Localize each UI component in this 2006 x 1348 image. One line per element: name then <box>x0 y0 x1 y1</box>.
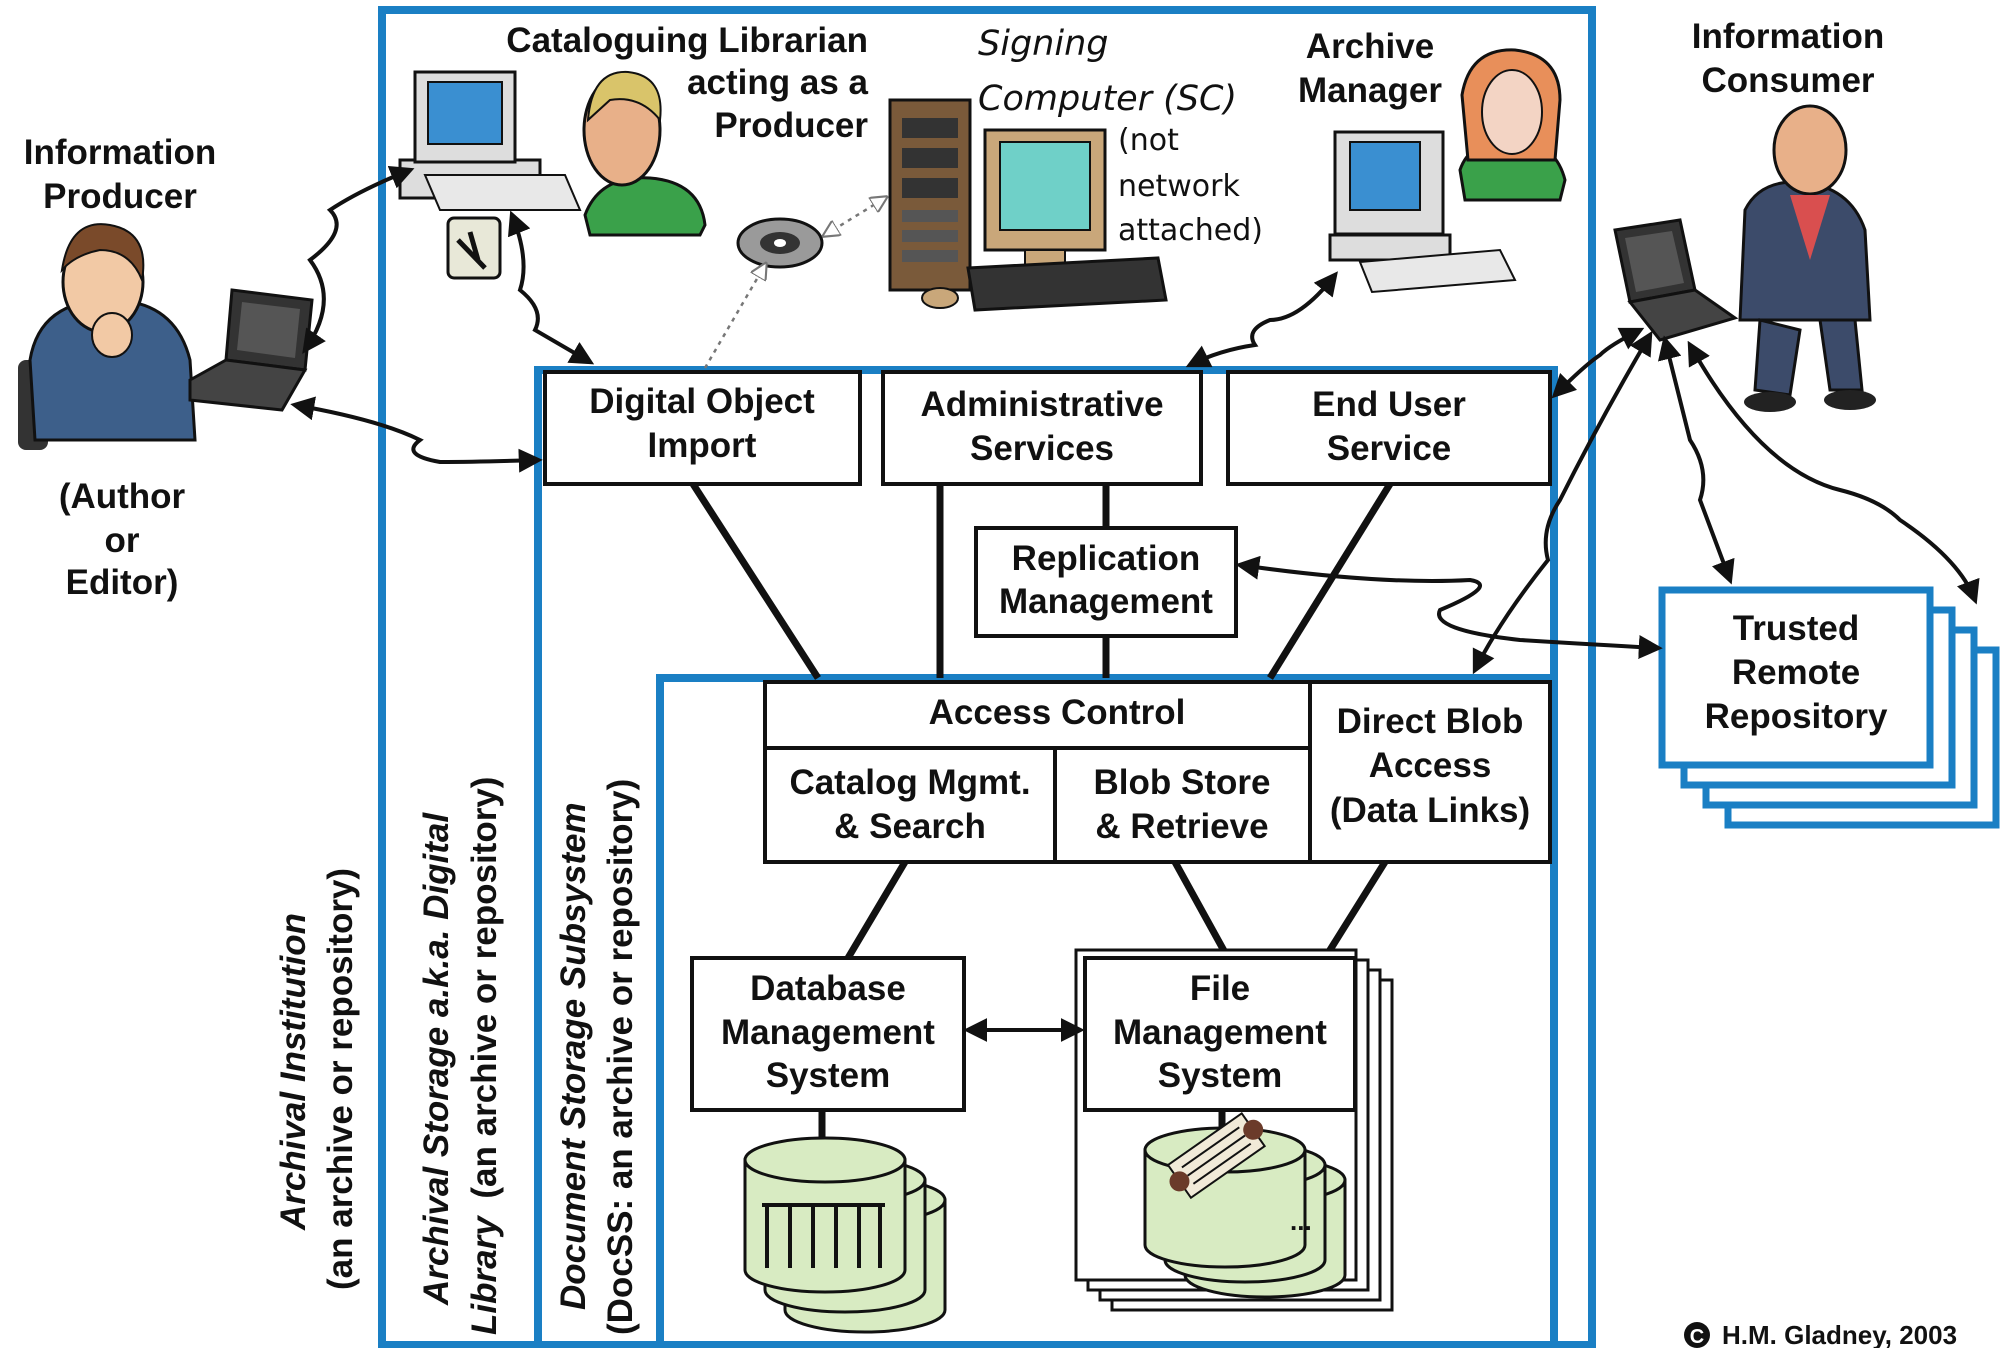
svg-text:Management: Management <box>721 1013 935 1052</box>
svg-text:& Search: & Search <box>834 807 986 846</box>
digital-object-import-box: Digital Object Import <box>543 370 862 486</box>
svg-text:Import: Import <box>648 426 757 465</box>
svg-text:Information: Information <box>1692 17 1884 56</box>
svg-text:or: or <box>105 521 140 560</box>
librarian-desktop-computer-icon <box>398 70 582 280</box>
svg-text:System: System <box>1158 1056 1283 1095</box>
cd-disk-icon <box>736 217 824 269</box>
svg-text:Management: Management <box>1113 1013 1327 1052</box>
svg-text:Management: Management <box>999 582 1213 621</box>
svg-text:H.M. Gladney, 2003: H.M. Gladney, 2003 <box>1722 1320 1957 1348</box>
svg-text:Computer (SC): Computer (SC) <box>978 79 1237 119</box>
catalog-mgmt-box: Catalog Mgmt. & Search <box>763 746 1057 864</box>
producer-librarian-arrow <box>302 165 415 354</box>
link-import-access <box>690 482 821 680</box>
archive-manager-label: Archive Manager <box>1298 27 1442 110</box>
svg-text:Editor): Editor) <box>66 563 179 602</box>
link-blobstore-fms <box>1171 860 1232 960</box>
database-disk-icon <box>743 1136 947 1334</box>
cd-signing-dotted-arrow <box>825 198 885 235</box>
administrative-services-box: Administrative Services <box>881 370 1203 486</box>
consumer-laptop-icon <box>1613 218 1739 342</box>
svg-text:Access: Access <box>1369 746 1492 785</box>
svg-text:Remote: Remote <box>1732 653 1860 692</box>
svg-text:Producer: Producer <box>43 177 197 216</box>
manager-admin-arrow <box>1185 271 1338 368</box>
svg-text:Services: Services <box>970 429 1114 468</box>
svg-text:Manager: Manager <box>1298 71 1442 110</box>
svg-text:Producer: Producer <box>714 106 868 145</box>
cd-import-dotted-arrow <box>703 265 765 369</box>
docss-sublabel: (DocSS: an archive or repository) <box>601 779 640 1335</box>
svg-text:(Data Links): (Data Links) <box>1330 791 1530 830</box>
institution-sublabel: (an archive or repository) <box>321 868 360 1290</box>
svg-text:End User: End User <box>1312 385 1466 424</box>
svg-text:Trusted: Trusted <box>1733 609 1859 648</box>
svg-text:Cataloguing Librarian: Cataloguing Librarian <box>506 21 868 60</box>
consumer-remote-arrow <box>1658 335 1735 585</box>
svg-text:Catalog Mgmt.: Catalog Mgmt. <box>789 763 1030 802</box>
information-consumer-label: Information Consumer <box>1692 17 1884 100</box>
copyright-notice: C H.M. Gladney, 2003 <box>1684 1320 1957 1348</box>
svg-text:Service: Service <box>1327 429 1452 468</box>
svg-text:Blob Store: Blob Store <box>1094 763 1271 802</box>
dbms-box: Database Management System <box>690 956 966 1112</box>
svg-text:Replication: Replication <box>1012 539 1201 578</box>
svg-text:Database: Database <box>750 969 906 1008</box>
producer-laptop-icon <box>188 288 314 412</box>
signing-monitor-icon <box>921 128 1168 312</box>
access-control-box: Access Control <box>763 680 1312 750</box>
consumer-person-icon <box>1738 104 1876 412</box>
producer-person-icon <box>18 223 197 450</box>
manager-desktop-computer-icon <box>1328 130 1517 294</box>
svg-text:Consumer: Consumer <box>1701 61 1874 100</box>
svg-text:System: System <box>766 1056 891 1095</box>
svg-text:(not: (not <box>1118 123 1179 158</box>
svg-text:Digital Object: Digital Object <box>589 382 815 421</box>
svg-text:Administrative: Administrative <box>920 385 1163 424</box>
svg-text:Signing: Signing <box>978 24 1108 64</box>
fms-ellipsis: ... <box>1290 1206 1312 1236</box>
manager-person-icon <box>1458 48 1567 202</box>
direct-blob-access-box: Direct Blob Access (Data Links) <box>1308 680 1552 864</box>
librarian-import-arrow <box>507 210 595 365</box>
end-user-service-box: End User Service <box>1226 370 1552 486</box>
svg-text:Information: Information <box>24 133 216 172</box>
consumer-enduser-arrow <box>1551 327 1645 399</box>
svg-text:Archive: Archive <box>1306 27 1434 66</box>
institution-label: Archival Institution <box>274 913 313 1231</box>
trusted-remote-repository: Trusted Remote Repository <box>1658 586 2000 829</box>
archival-storage-label: Archival Storage a.k.a. Digital <box>417 812 456 1306</box>
signing-computer-label: Signing Computer (SC) (not network attac… <box>978 24 1263 248</box>
scroll-icon <box>1166 1111 1267 1200</box>
svg-text:(Author: (Author <box>59 477 186 516</box>
producer-import-arrow <box>290 396 543 473</box>
svg-text:File: File <box>1190 969 1250 1008</box>
replication-management-box: Replication Management <box>974 526 1238 638</box>
librarian-person-icon <box>582 70 707 237</box>
svg-text:Repository: Repository <box>1705 697 1888 736</box>
librarian-label: Cataloguing Librarian acting as a Produc… <box>506 21 868 145</box>
link-blobaccess-fms <box>1322 860 1388 960</box>
svg-text:acting as a: acting as a <box>687 63 868 102</box>
svg-text:C: C <box>1690 1326 1704 1348</box>
svg-text:network: network <box>1118 169 1240 204</box>
blob-store-box: Blob Store & Retrieve <box>1053 746 1312 864</box>
svg-text:attached): attached) <box>1118 213 1263 248</box>
svg-text:& Retrieve: & Retrieve <box>1095 807 1268 846</box>
link-catalog-dbms <box>844 860 909 960</box>
signing-server-tower-icon <box>888 98 972 292</box>
replication-remote-arrow <box>1235 555 1663 659</box>
docss-label: Document Storage Subsystem <box>554 802 593 1310</box>
consumer-remote-curve-arrow <box>1687 340 1980 605</box>
archival-storage-sublabel: Library (an archive or repository) <box>465 777 504 1335</box>
information-producer-label: Information Producer (Author or Editor) <box>24 133 216 602</box>
svg-text:Direct Blob: Direct Blob <box>1337 702 1524 741</box>
svg-text:Access Control: Access Control <box>929 693 1186 732</box>
